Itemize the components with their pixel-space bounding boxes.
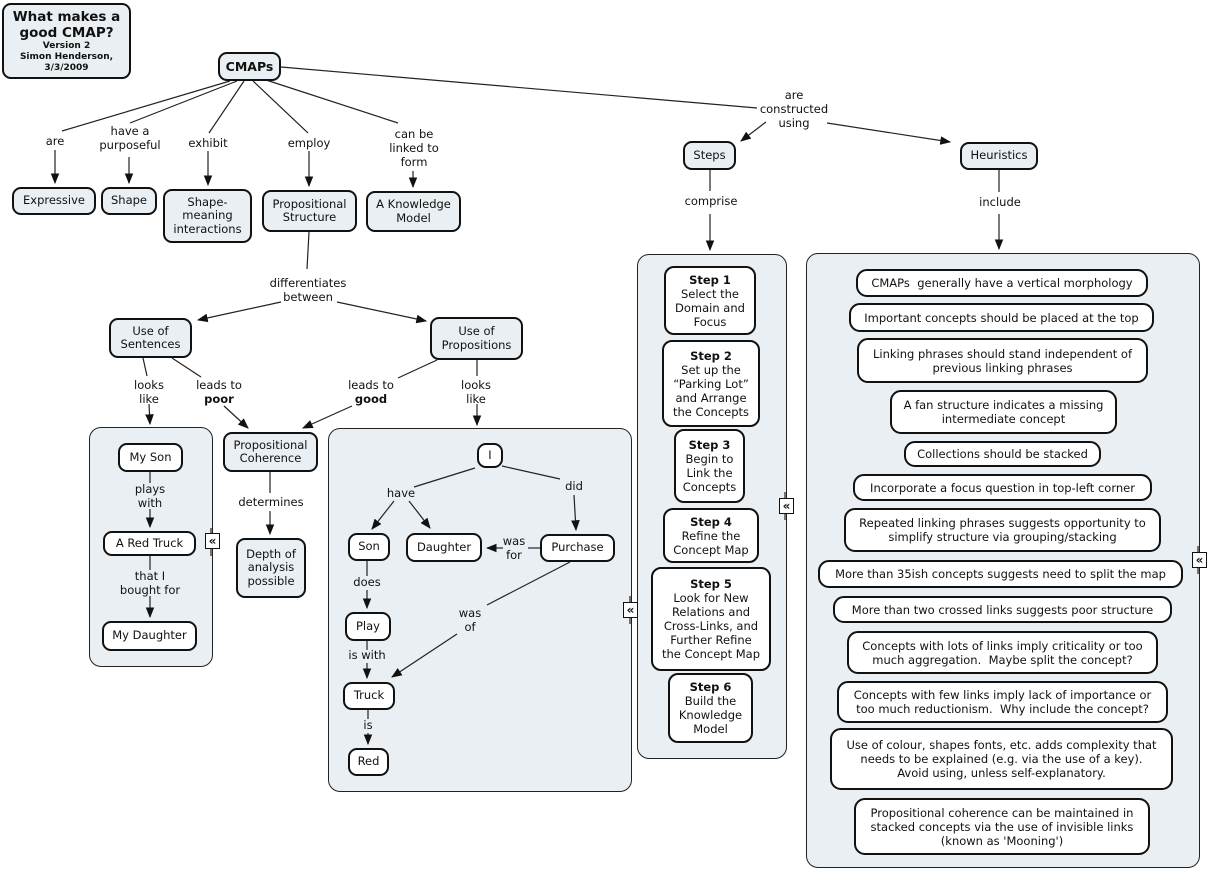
- node-propositional-coherence[interactable]: Propositional Coherence: [223, 432, 318, 472]
- focus-question-version: Version 2: [42, 40, 91, 51]
- container-steps[interactable]: [637, 254, 787, 759]
- node-truck[interactable]: Truck: [343, 682, 395, 710]
- node-daughter[interactable]: Daughter: [406, 533, 482, 562]
- heuristic-important-concepts-top[interactable]: Important concepts should be placed at t…: [849, 303, 1154, 332]
- link-good-text: good: [354, 392, 388, 406]
- node-i[interactable]: I: [477, 443, 503, 468]
- node-use-of-sentences[interactable]: Use of Sentences: [109, 318, 192, 358]
- heuristic-vertical-morphology[interactable]: CMAPs generally have a vertical morpholo…: [856, 269, 1148, 297]
- step-3-body: Begin to Link the Concepts: [682, 452, 737, 494]
- step-6-body: Build the Knowledge Model: [678, 694, 743, 736]
- node-knowledge-model[interactable]: A Knowledge Model: [366, 191, 461, 232]
- link-comprise[interactable]: comprise: [684, 194, 738, 208]
- link-have[interactable]: have: [386, 486, 416, 500]
- step-2-title: Step 2: [690, 348, 732, 363]
- link-exhibit[interactable]: exhibit: [188, 136, 228, 150]
- heuristic-35ish-concepts[interactable]: More than 35ish concepts suggests need t…: [818, 560, 1183, 588]
- link-leads-to-text: leads to: [348, 378, 394, 392]
- node-propositional-structure[interactable]: Propositional Structure: [262, 190, 357, 232]
- link-poor-text: poor: [204, 392, 234, 406]
- node-use-of-propositions[interactable]: Use of Propositions: [430, 317, 523, 360]
- link-employ[interactable]: employ: [287, 136, 331, 150]
- link-did[interactable]: did: [565, 479, 583, 493]
- link-does[interactable]: does: [353, 575, 381, 589]
- node-play[interactable]: Play: [345, 612, 391, 641]
- node-depth-of-analysis[interactable]: Depth of analysis possible: [236, 538, 306, 598]
- step-4-title: Step 4: [690, 514, 732, 529]
- step-3-box[interactable]: Step 3 Begin to Link the Concepts: [674, 429, 745, 503]
- link-is-with[interactable]: is with: [348, 648, 386, 662]
- step-5-body: Look for New Relations and Cross-Links, …: [661, 591, 760, 661]
- heuristic-linking-phrases-independent[interactable]: Linking phrases should stand independent…: [857, 338, 1148, 383]
- heuristic-mooning[interactable]: Propositional coherence can be maintaine…: [854, 798, 1150, 855]
- heuristic-fan-structure[interactable]: A fan structure indicates a missing inte…: [890, 390, 1117, 434]
- step-4-box[interactable]: Step 4 Refine the Concept Map: [663, 508, 759, 563]
- step-2-box[interactable]: Step 2 Set up the “Parking Lot” and Arra…: [662, 340, 760, 427]
- heuristic-few-links[interactable]: Concepts with few links imply lack of im…: [837, 681, 1168, 723]
- heuristic-colour-shapes-fonts[interactable]: Use of colour, shapes fonts, etc. adds c…: [830, 728, 1173, 790]
- heuristic-repeated-linking-phrases[interactable]: Repeated linking phrases suggests opport…: [844, 508, 1161, 552]
- step-1-body: Select the Domain and Focus: [675, 286, 745, 329]
- heuristic-crossed-links[interactable]: More than two crossed links suggests poo…: [833, 596, 1172, 623]
- node-red[interactable]: Red: [348, 748, 389, 776]
- link-plays-with[interactable]: plays with: [134, 482, 166, 510]
- step-1-title: Step 1: [689, 272, 731, 287]
- link-that-i-bought-for[interactable]: that I bought for: [119, 569, 181, 597]
- focus-question-date: 3/3/2009: [44, 62, 89, 73]
- heuristic-focus-question[interactable]: Incorporate a focus question in top-left…: [853, 474, 1152, 501]
- heuristic-lots-of-links[interactable]: Concepts with lots of links imply critic…: [847, 631, 1158, 674]
- node-expressive[interactable]: Expressive: [12, 187, 96, 215]
- step-3-title: Step 3: [688, 438, 731, 452]
- step-4-body: Refine the Concept Map: [673, 528, 749, 557]
- link-include[interactable]: include: [979, 195, 1021, 209]
- link-looks-like-right[interactable]: looks like: [461, 378, 491, 406]
- link-was-for[interactable]: was for: [502, 534, 526, 562]
- node-a-red-truck[interactable]: A Red Truck: [103, 531, 196, 556]
- node-steps[interactable]: Steps: [683, 141, 736, 170]
- focus-question-author: Simon Henderson,: [19, 51, 114, 62]
- step-6-title: Step 6: [689, 680, 732, 694]
- focus-question-title: What makes a good CMAP?: [12, 8, 121, 41]
- link-can-be-linked-to-form[interactable]: can be linked to form: [389, 127, 439, 169]
- step-5-title: Step 5: [690, 577, 732, 591]
- step-2-body: Set up the “Parking Lot” and Arrange the…: [672, 362, 750, 419]
- node-shape-meaning[interactable]: Shape- meaning interactions: [163, 189, 252, 243]
- link-determines[interactable]: determines: [238, 495, 304, 509]
- node-my-son[interactable]: My Son: [118, 443, 183, 472]
- node-heuristics[interactable]: Heuristics: [960, 142, 1038, 170]
- step-5-box[interactable]: Step 5 Look for New Relations and Cross-…: [651, 567, 771, 671]
- container-propositions-example[interactable]: [328, 428, 632, 792]
- node-son[interactable]: Son: [348, 533, 390, 561]
- link-are[interactable]: are: [45, 134, 65, 148]
- node-cmaps[interactable]: CMAPs: [218, 52, 281, 81]
- collapse-icon[interactable]: «: [1192, 552, 1207, 568]
- step-1-box[interactable]: Step 1 Select the Domain and Focus: [664, 266, 756, 335]
- node-shape[interactable]: Shape: [101, 187, 157, 215]
- link-was-of[interactable]: was of: [458, 606, 482, 634]
- collapse-icon[interactable]: «: [779, 498, 794, 514]
- link-looks-like-left[interactable]: looks like: [134, 378, 164, 406]
- collapse-icon[interactable]: «: [205, 533, 220, 549]
- link-is[interactable]: is: [363, 718, 373, 732]
- link-leads-to-text: leads to: [196, 378, 242, 392]
- collapse-icon[interactable]: «: [623, 602, 638, 618]
- link-are-constructed-using[interactable]: are constructed using: [759, 88, 829, 130]
- link-have-a-purposeful[interactable]: have a purposeful: [99, 124, 161, 152]
- heuristic-collections-stacked[interactable]: Collections should be stacked: [904, 441, 1101, 467]
- focus-question-box[interactable]: What makes a good CMAP? Version 2 Simon …: [2, 3, 131, 79]
- link-differentiates-between[interactable]: differentiates between: [269, 276, 347, 304]
- node-purchase[interactable]: Purchase: [540, 534, 615, 562]
- step-6-box[interactable]: Step 6 Build the Knowledge Model: [668, 673, 753, 743]
- node-my-daughter[interactable]: My Daughter: [102, 621, 197, 651]
